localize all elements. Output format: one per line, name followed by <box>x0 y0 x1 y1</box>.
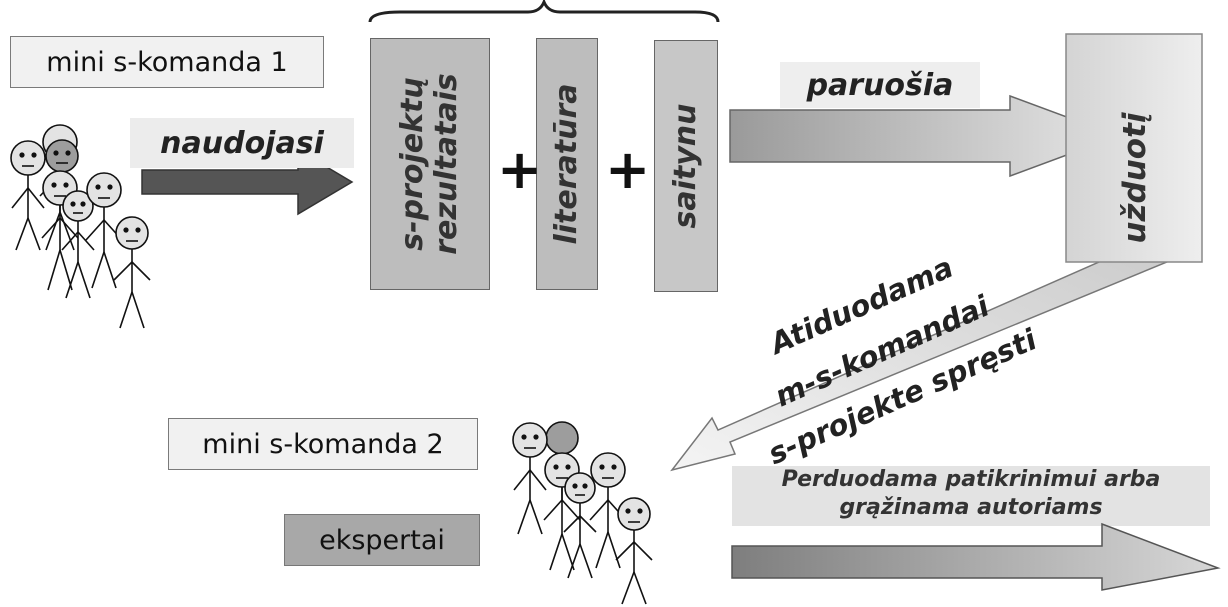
stick-figure <box>10 140 46 251</box>
stick-figure <box>543 452 581 571</box>
stick-figure <box>85 172 123 289</box>
forward-line-1: Perduodama patikrinimui arba <box>781 467 1161 492</box>
prepares-arrow <box>729 94 1121 178</box>
team1-label: mini s-komanda 1 <box>10 36 324 88</box>
team1-figures <box>10 124 151 329</box>
forward-arrow <box>731 522 1221 591</box>
forward-line-2: grąžinama autoriams <box>839 495 1103 520</box>
literature-text: literatūra <box>549 83 584 245</box>
top-brace <box>368 0 720 23</box>
forward-arrow-label: Perduodama patikrinimui arba grąžinama a… <box>732 466 1210 522</box>
forward-text-backdrop <box>732 466 1210 526</box>
stick-figure <box>41 170 79 291</box>
task-label: užduotį <box>1117 112 1153 244</box>
prepares-arrow-label: paruošia <box>780 62 980 108</box>
stick-figure <box>113 216 151 329</box>
links-text: saitynu <box>668 103 703 229</box>
links-box: saitynu <box>654 40 718 292</box>
task-box <box>1065 33 1203 263</box>
stick-figure <box>512 422 548 535</box>
stick-figure <box>563 472 597 579</box>
team2-label: mini s-komanda 2 <box>168 418 478 470</box>
team2-figures <box>512 421 653 605</box>
stick-figure <box>589 452 627 569</box>
results-text: s-projektų rezultatais <box>395 73 464 255</box>
results-line-2: rezultatais <box>429 73 464 255</box>
plus-sign-2: + <box>605 138 651 201</box>
results-box: s-projektų rezultatais <box>370 38 490 290</box>
literature-box: literatūra <box>536 38 598 290</box>
stick-figure <box>61 190 95 299</box>
results-line-1: s-projektų <box>395 77 430 251</box>
uses-arrow-label: naudojasi <box>130 118 354 168</box>
plus-sign-1: + <box>497 138 543 201</box>
stick-figure <box>45 139 79 173</box>
stick-figure <box>615 497 653 605</box>
experts-label: ekspertai <box>284 514 480 566</box>
handed-arrow <box>670 235 1199 472</box>
